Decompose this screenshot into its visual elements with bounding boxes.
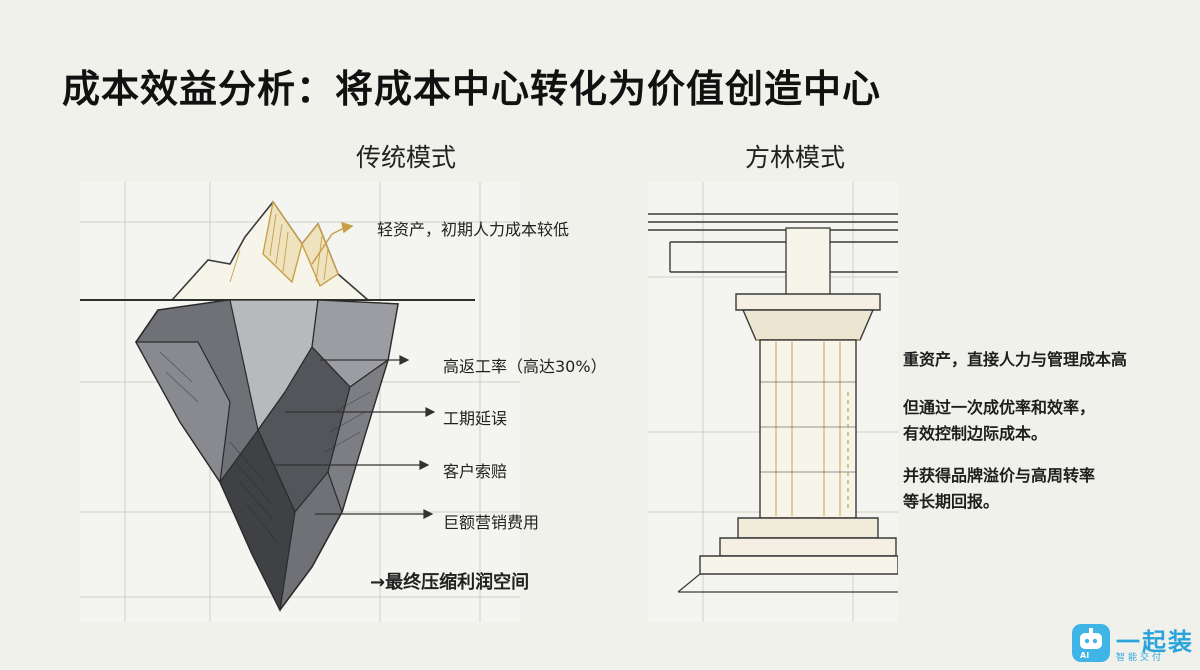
brand-tagline: 智能交付 — [1116, 653, 1165, 663]
fanglin-line-2: 但通过一次成优率和效率， — [903, 398, 1096, 417]
tip-label: 轻资产，初期人力成本较低 — [377, 220, 570, 239]
page-title: 成本效益分析：将成本中心转化为价值创造中心 — [62, 67, 882, 111]
delay-label: 工期延误 — [443, 409, 508, 428]
fanglin-line-5: 等长期回报。 — [903, 492, 1000, 511]
marketing-label: 巨额营销费用 — [443, 513, 540, 532]
column-drawing — [648, 182, 898, 622]
brand-logo: AI 一起装 智能交付 — [1072, 624, 1192, 664]
brand-badge: AI — [1080, 651, 1089, 660]
rework-label: 高返工率（高达30%） — [443, 357, 607, 376]
iceberg-drawing — [80, 182, 520, 622]
traditional-heading: 传统模式 — [356, 143, 457, 172]
brand-name: 一起装 — [1116, 628, 1194, 656]
fanglin-heading: 方林模式 — [745, 143, 846, 172]
fanglin-line-1: 重资产，直接人力与管理成本高 — [903, 350, 1128, 369]
profit-squeeze-label: →最终压缩利润空间 — [370, 572, 530, 593]
brand-robot-icon: AI — [1072, 624, 1110, 662]
column-illustration — [648, 182, 898, 622]
fanglin-line-3: 有效控制边际成本。 — [903, 424, 1048, 443]
iceberg-illustration — [80, 182, 520, 622]
claims-label: 客户索赔 — [443, 462, 508, 481]
fanglin-line-4: 并获得品牌溢价与高周转率 — [903, 466, 1096, 485]
